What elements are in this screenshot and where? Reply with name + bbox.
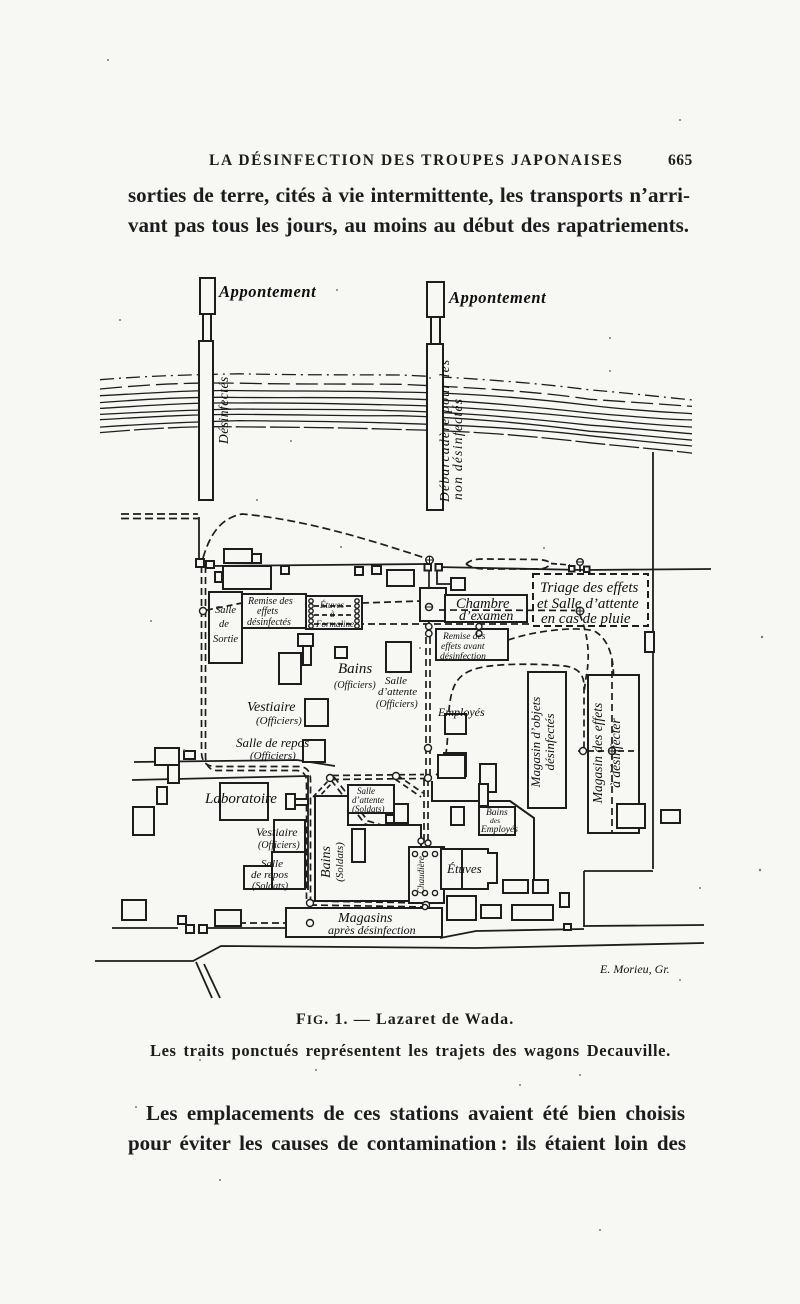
- svg-text:désinfection: désinfection: [440, 651, 486, 662]
- svg-text:d’examen: d’examen: [459, 609, 513, 624]
- svg-text:à désinfecter: à désinfecter: [608, 718, 623, 788]
- svg-text:Magasin des effets: Magasin des effets: [590, 703, 605, 805]
- svg-text:Sortie: Sortie: [213, 634, 238, 645]
- svg-text:d’attente: d’attente: [378, 686, 417, 698]
- svg-text:de repos: de repos: [251, 869, 288, 881]
- svg-text:à: à: [330, 609, 335, 619]
- svg-text:de: de: [219, 619, 229, 630]
- svg-text:Triage des effets: Triage des effets: [540, 580, 638, 596]
- svg-text:(Soldats): (Soldats): [252, 881, 289, 892]
- svg-text:en cas de pluie: en cas de pluie: [541, 611, 631, 627]
- svg-text:(Officiers): (Officiers): [376, 699, 418, 710]
- svg-text:effets: effets: [257, 606, 278, 617]
- svg-text:Étuves: Étuves: [319, 600, 344, 610]
- svg-text:désinfectés: désinfectés: [542, 713, 557, 770]
- svg-text:Laboratoire: Laboratoire: [204, 791, 277, 807]
- svg-text:Désinfectés: Désinfectés: [216, 376, 231, 445]
- svg-text:Salle: Salle: [385, 675, 407, 687]
- svg-text:Formaline: Formaline: [315, 619, 354, 629]
- svg-text:(Officiers): (Officiers): [258, 840, 300, 851]
- svg-text:(Officiers): (Officiers): [334, 680, 376, 691]
- svg-text:Employés: Employés: [480, 825, 518, 835]
- svg-text:après désinfection: après désinfection: [328, 923, 416, 937]
- svg-text:Magasin d’objets: Magasin d’objets: [528, 697, 543, 789]
- svg-text:(Officiers): (Officiers): [256, 715, 302, 727]
- svg-text:(Officiers): (Officiers): [250, 750, 296, 762]
- svg-text:désinfectés: désinfectés: [247, 617, 291, 628]
- svg-text:Salle de repos: Salle de repos: [236, 735, 309, 750]
- svg-text:Appontement: Appontement: [448, 288, 546, 307]
- svg-text:Débarcadère pour les: Débarcadère pour les: [437, 359, 452, 503]
- svg-text:Bains: Bains: [486, 808, 508, 818]
- svg-text:Employés: Employés: [437, 705, 485, 719]
- svg-text:Chambre: Chambre: [456, 596, 510, 612]
- svg-text:effets avant: effets avant: [441, 641, 485, 652]
- svg-text:Magasins: Magasins: [337, 911, 393, 926]
- svg-text:Salle: Salle: [357, 786, 375, 796]
- svg-text:Étuves: Étuves: [446, 861, 482, 876]
- svg-text:Vestiaire: Vestiaire: [256, 825, 298, 839]
- svg-text:Remise des: Remise des: [442, 632, 486, 642]
- svg-text:Bains: Bains: [319, 846, 334, 878]
- svg-text:Bains: Bains: [338, 661, 372, 677]
- svg-text:Appontement: Appontement: [218, 282, 316, 301]
- svg-text:E. Morieu, Gr.: E. Morieu, Gr.: [599, 962, 670, 976]
- svg-text:Salle: Salle: [261, 858, 283, 870]
- svg-text:et Salle d’attente: et Salle d’attente: [537, 596, 639, 612]
- svg-text:Remise des: Remise des: [247, 596, 293, 607]
- svg-text:(Soldats): (Soldats): [352, 804, 385, 814]
- svg-text:non désinfectés: non désinfectés: [450, 398, 465, 500]
- svg-text:Vestiaire: Vestiaire: [247, 700, 295, 715]
- svg-text:d’attente: d’attente: [352, 795, 384, 805]
- svg-text:(Soldats): (Soldats): [334, 842, 346, 882]
- svg-text:Salle: Salle: [215, 605, 236, 616]
- svg-text:Chaudière: Chaudière: [416, 856, 426, 894]
- svg-text:des: des: [490, 816, 500, 825]
